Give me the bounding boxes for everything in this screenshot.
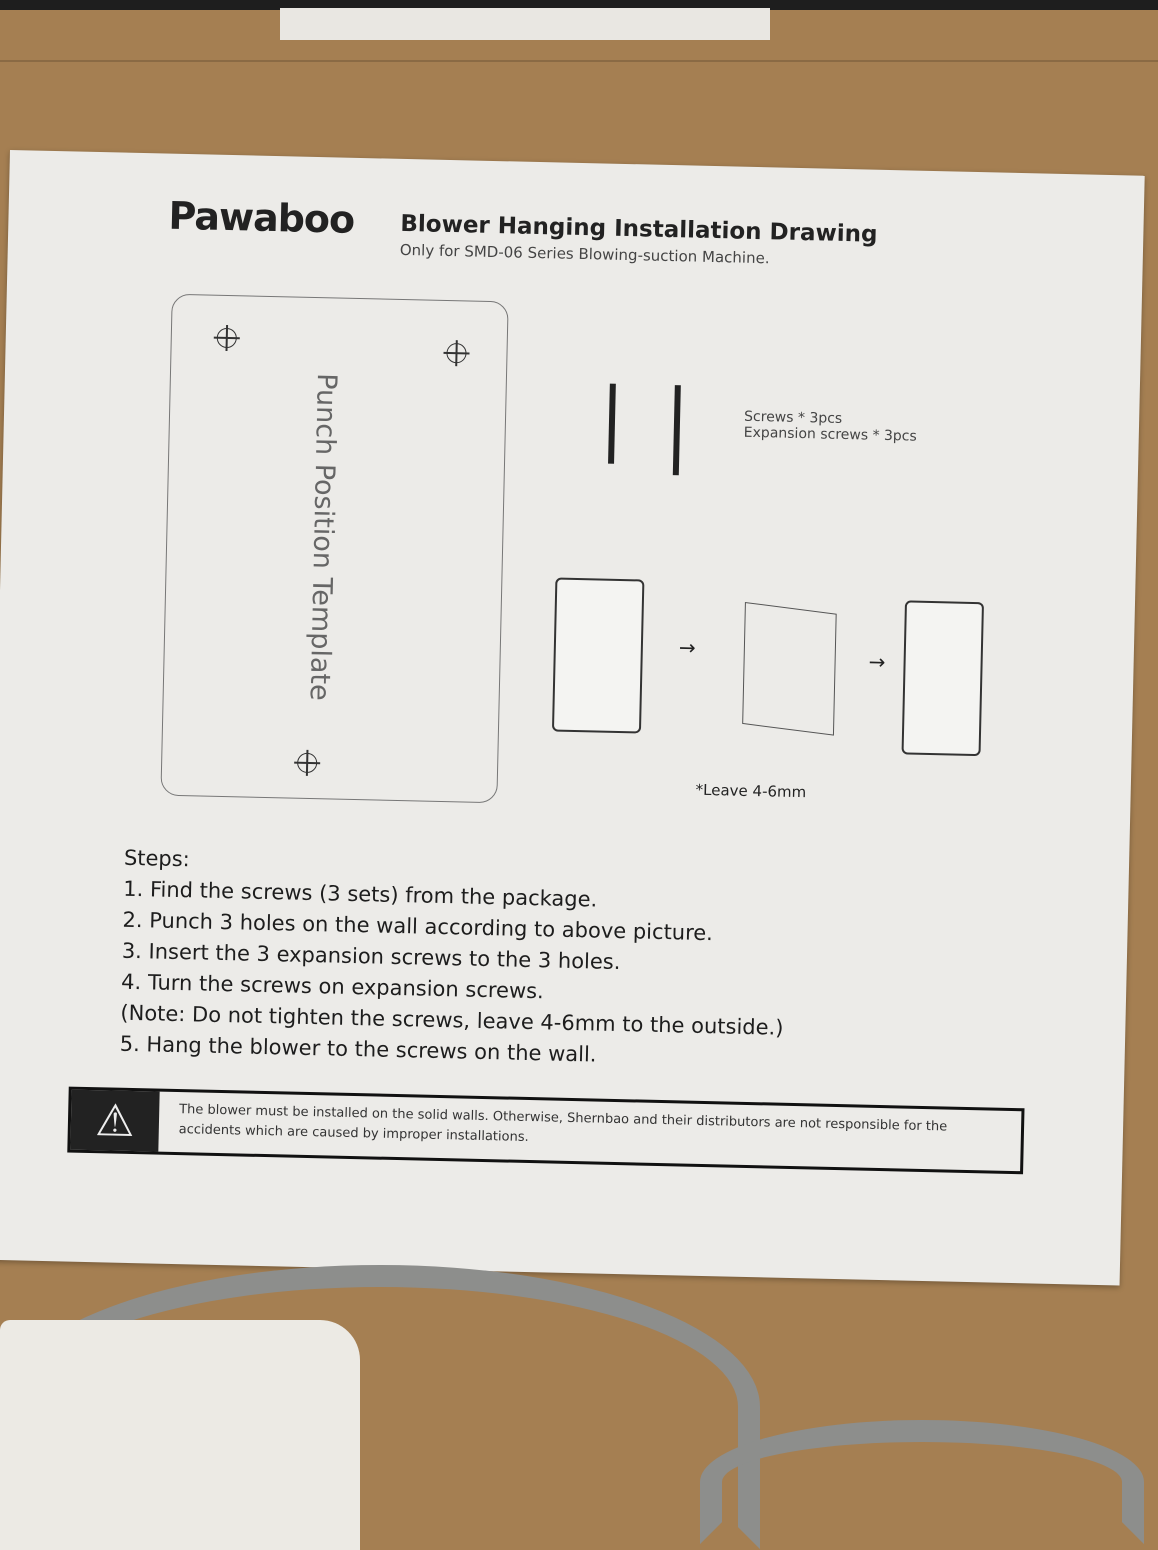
steps-list: Steps: 1. Find the screws (3 sets) from … (119, 843, 787, 1075)
hose (700, 1420, 1144, 1544)
background-paper (280, 8, 770, 40)
warning-box: ⚠ The blower must be installed on the so… (67, 1086, 1025, 1175)
parts-list: Screws * 3pcs Expansion screws * 3pcs (744, 409, 918, 445)
crosshair-icon (296, 752, 318, 774)
blower-device-hung-icon (901, 600, 984, 757)
crosshair-icon (446, 342, 467, 364)
warning-text: The blower must be installed on the soli… (178, 1102, 948, 1146)
arrow-right-icon: → (678, 635, 696, 660)
warning-triangle-icon: ⚠ (70, 1089, 160, 1152)
crosshair-icon (216, 327, 238, 349)
page-subtitle: Only for SMD-06 Series Blowing-suction M… (399, 240, 770, 268)
punch-position-template: Punch Position Template (160, 293, 509, 804)
blower-device-back-icon (551, 577, 645, 734)
template-label: Punch Position Template (303, 372, 343, 701)
expansion-screw-icon (672, 385, 681, 476)
arrow-right-icon: → (868, 649, 886, 674)
screw-icon (608, 383, 616, 464)
instruction-sheet: Pawaboo Blower Hanging Installation Draw… (0, 150, 1145, 1286)
parts-expansion-screws: Expansion screws * 3pcs (743, 424, 917, 445)
leave-note: *Leave 4-6mm (695, 780, 807, 802)
brand-logo: Pawaboo (168, 193, 355, 242)
box-seam (0, 60, 1158, 62)
blower-holder (0, 1320, 360, 1550)
top-edge (0, 0, 1158, 10)
wall-diagram (742, 601, 837, 736)
